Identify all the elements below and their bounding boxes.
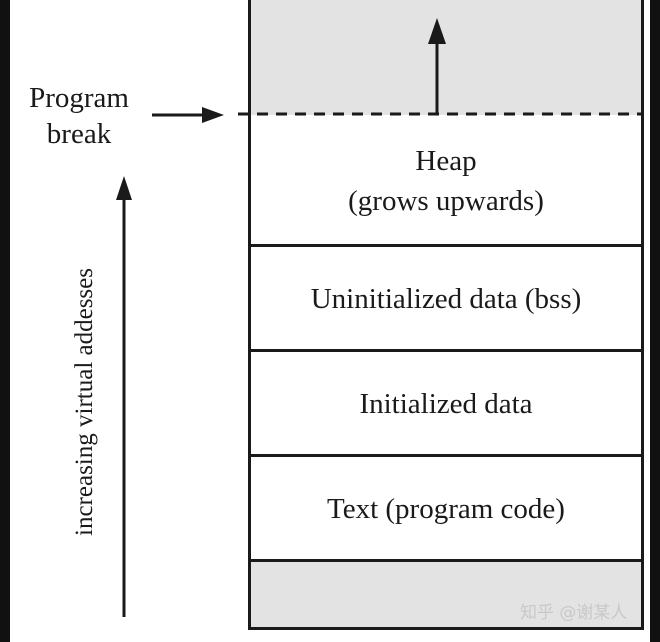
text-segment-label: Text (program code) [327, 492, 565, 525]
program-break-label-line2: break [46, 118, 112, 150]
bss-segment: Uninitialized data (bss) [248, 246, 644, 351]
segment-divider [248, 244, 644, 247]
initialized-data-label: Initialized data [359, 387, 533, 420]
memory-layout-diagram: Heap (grows upwards) Uninitialized data … [10, 0, 650, 642]
increasing-address-arrow [116, 176, 132, 617]
segment-divider [248, 454, 644, 457]
unmapped-region-bottom [248, 561, 644, 629]
arrows-layer [116, 18, 644, 617]
unmapped-region-top [248, 0, 644, 115]
heap-sublabel: (grows upwards) [348, 184, 544, 217]
initialized-data-segment: Initialized data [248, 351, 644, 456]
text-segment: Text (program code) [248, 456, 644, 561]
heap-label: Heap [415, 144, 477, 177]
segment-divider [248, 349, 644, 352]
diagram-bottom-border [248, 627, 644, 630]
program-break-label-line1: Program [29, 82, 129, 114]
program-break-label: Program break [12, 80, 146, 152]
watermark: 知乎 @谢某人 [520, 603, 628, 623]
program-break-pointer-arrow [152, 107, 224, 123]
heap-segment: Heap (grows upwards) [248, 115, 644, 246]
bss-label: Uninitialized data (bss) [310, 282, 582, 315]
segment-divider [248, 559, 644, 562]
heap-growth-arrow [428, 18, 446, 113]
increasing-addresses-label: increasing virtual addesses [71, 268, 98, 536]
